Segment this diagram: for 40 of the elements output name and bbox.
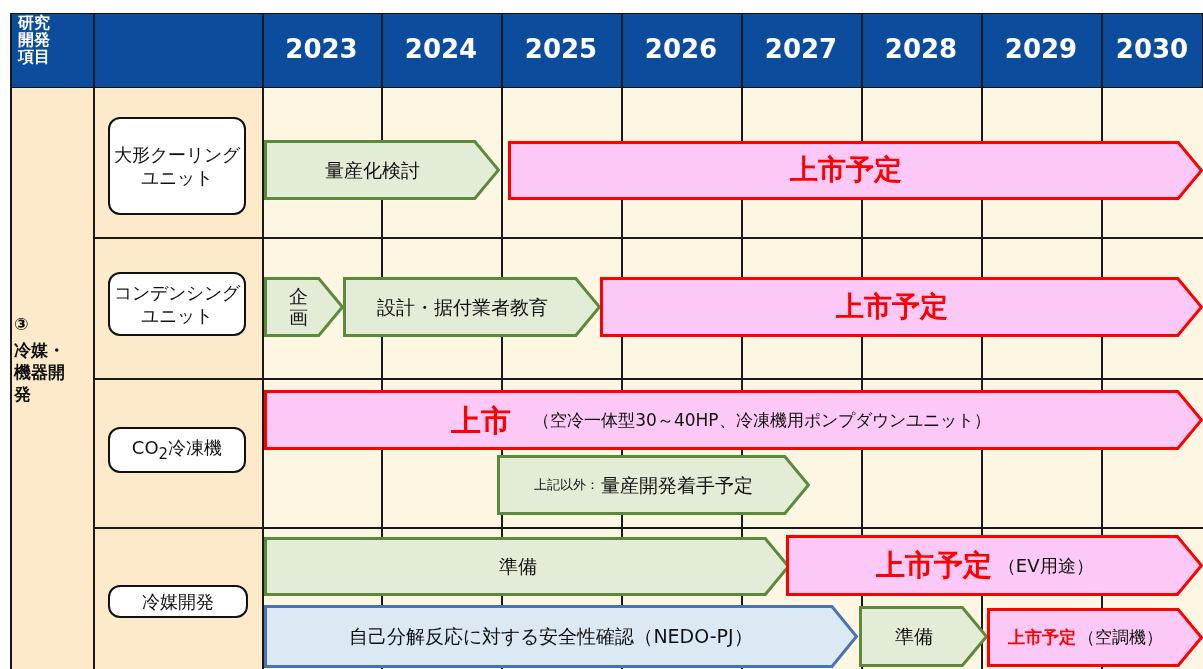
- year-label: 2027: [763, 36, 839, 64]
- bar-label: 量産化検討: [324, 159, 420, 181]
- category-label: ③: [14, 313, 29, 336]
- bar-label: 上市予定: [790, 155, 903, 186]
- bar-label: （空調機）: [1078, 628, 1164, 647]
- bar-label: 準備: [498, 556, 537, 577]
- bar-label: 設計・据付業者教育: [376, 296, 548, 318]
- bar-label: 上市: [451, 403, 512, 437]
- chevron-bar: [987, 608, 1203, 667]
- bar-label: 企画: [288, 286, 308, 328]
- chevron-bar: [600, 277, 1203, 337]
- year-label: 2024: [403, 36, 479, 64]
- year-label: 2023: [284, 36, 359, 64]
- year-label: 2028: [883, 36, 959, 64]
- bar-label: （EV用途）: [997, 555, 1094, 576]
- bar-label: 自己分解反応に対する安全性確認（NEDO-PJ）: [349, 626, 753, 647]
- item-box: 冷媒開発: [108, 585, 248, 618]
- bar-label: 準備: [894, 626, 933, 647]
- item-box: 大形クーリングユニット: [108, 117, 246, 215]
- item-box: コンデンシングユニット: [108, 272, 246, 336]
- bar-label: 上市予定: [1008, 628, 1077, 647]
- year-label: 2030: [1114, 36, 1190, 64]
- bar-label: 上市予定: [875, 549, 992, 582]
- chevron-bar: [264, 140, 500, 200]
- chevron-bar: [859, 606, 988, 667]
- year-label: 2029: [1003, 36, 1079, 64]
- category-label: 冷媒・機器開発: [14, 339, 66, 406]
- bar-label: 量産開発着手予定: [601, 474, 754, 496]
- bar-label: 上記以外：: [534, 477, 600, 493]
- item-box: CO$_{2}$冷凍機: [108, 427, 246, 473]
- bar-label: 上市予定: [835, 291, 948, 323]
- chevron-bar: [508, 141, 1203, 200]
- chevron-bar: [264, 390, 1203, 450]
- header-label: 研究開発項目: [18, 15, 50, 66]
- year-label: 2025: [523, 36, 599, 64]
- chevron-bar: [497, 455, 810, 515]
- chevron-bar: [786, 535, 1203, 596]
- year-label: 2026: [643, 36, 719, 64]
- bar-label: （空冷一体型30～40HP、冷凍機用ポンプダウンユニット）: [533, 410, 991, 430]
- chevron-bar: [264, 605, 858, 668]
